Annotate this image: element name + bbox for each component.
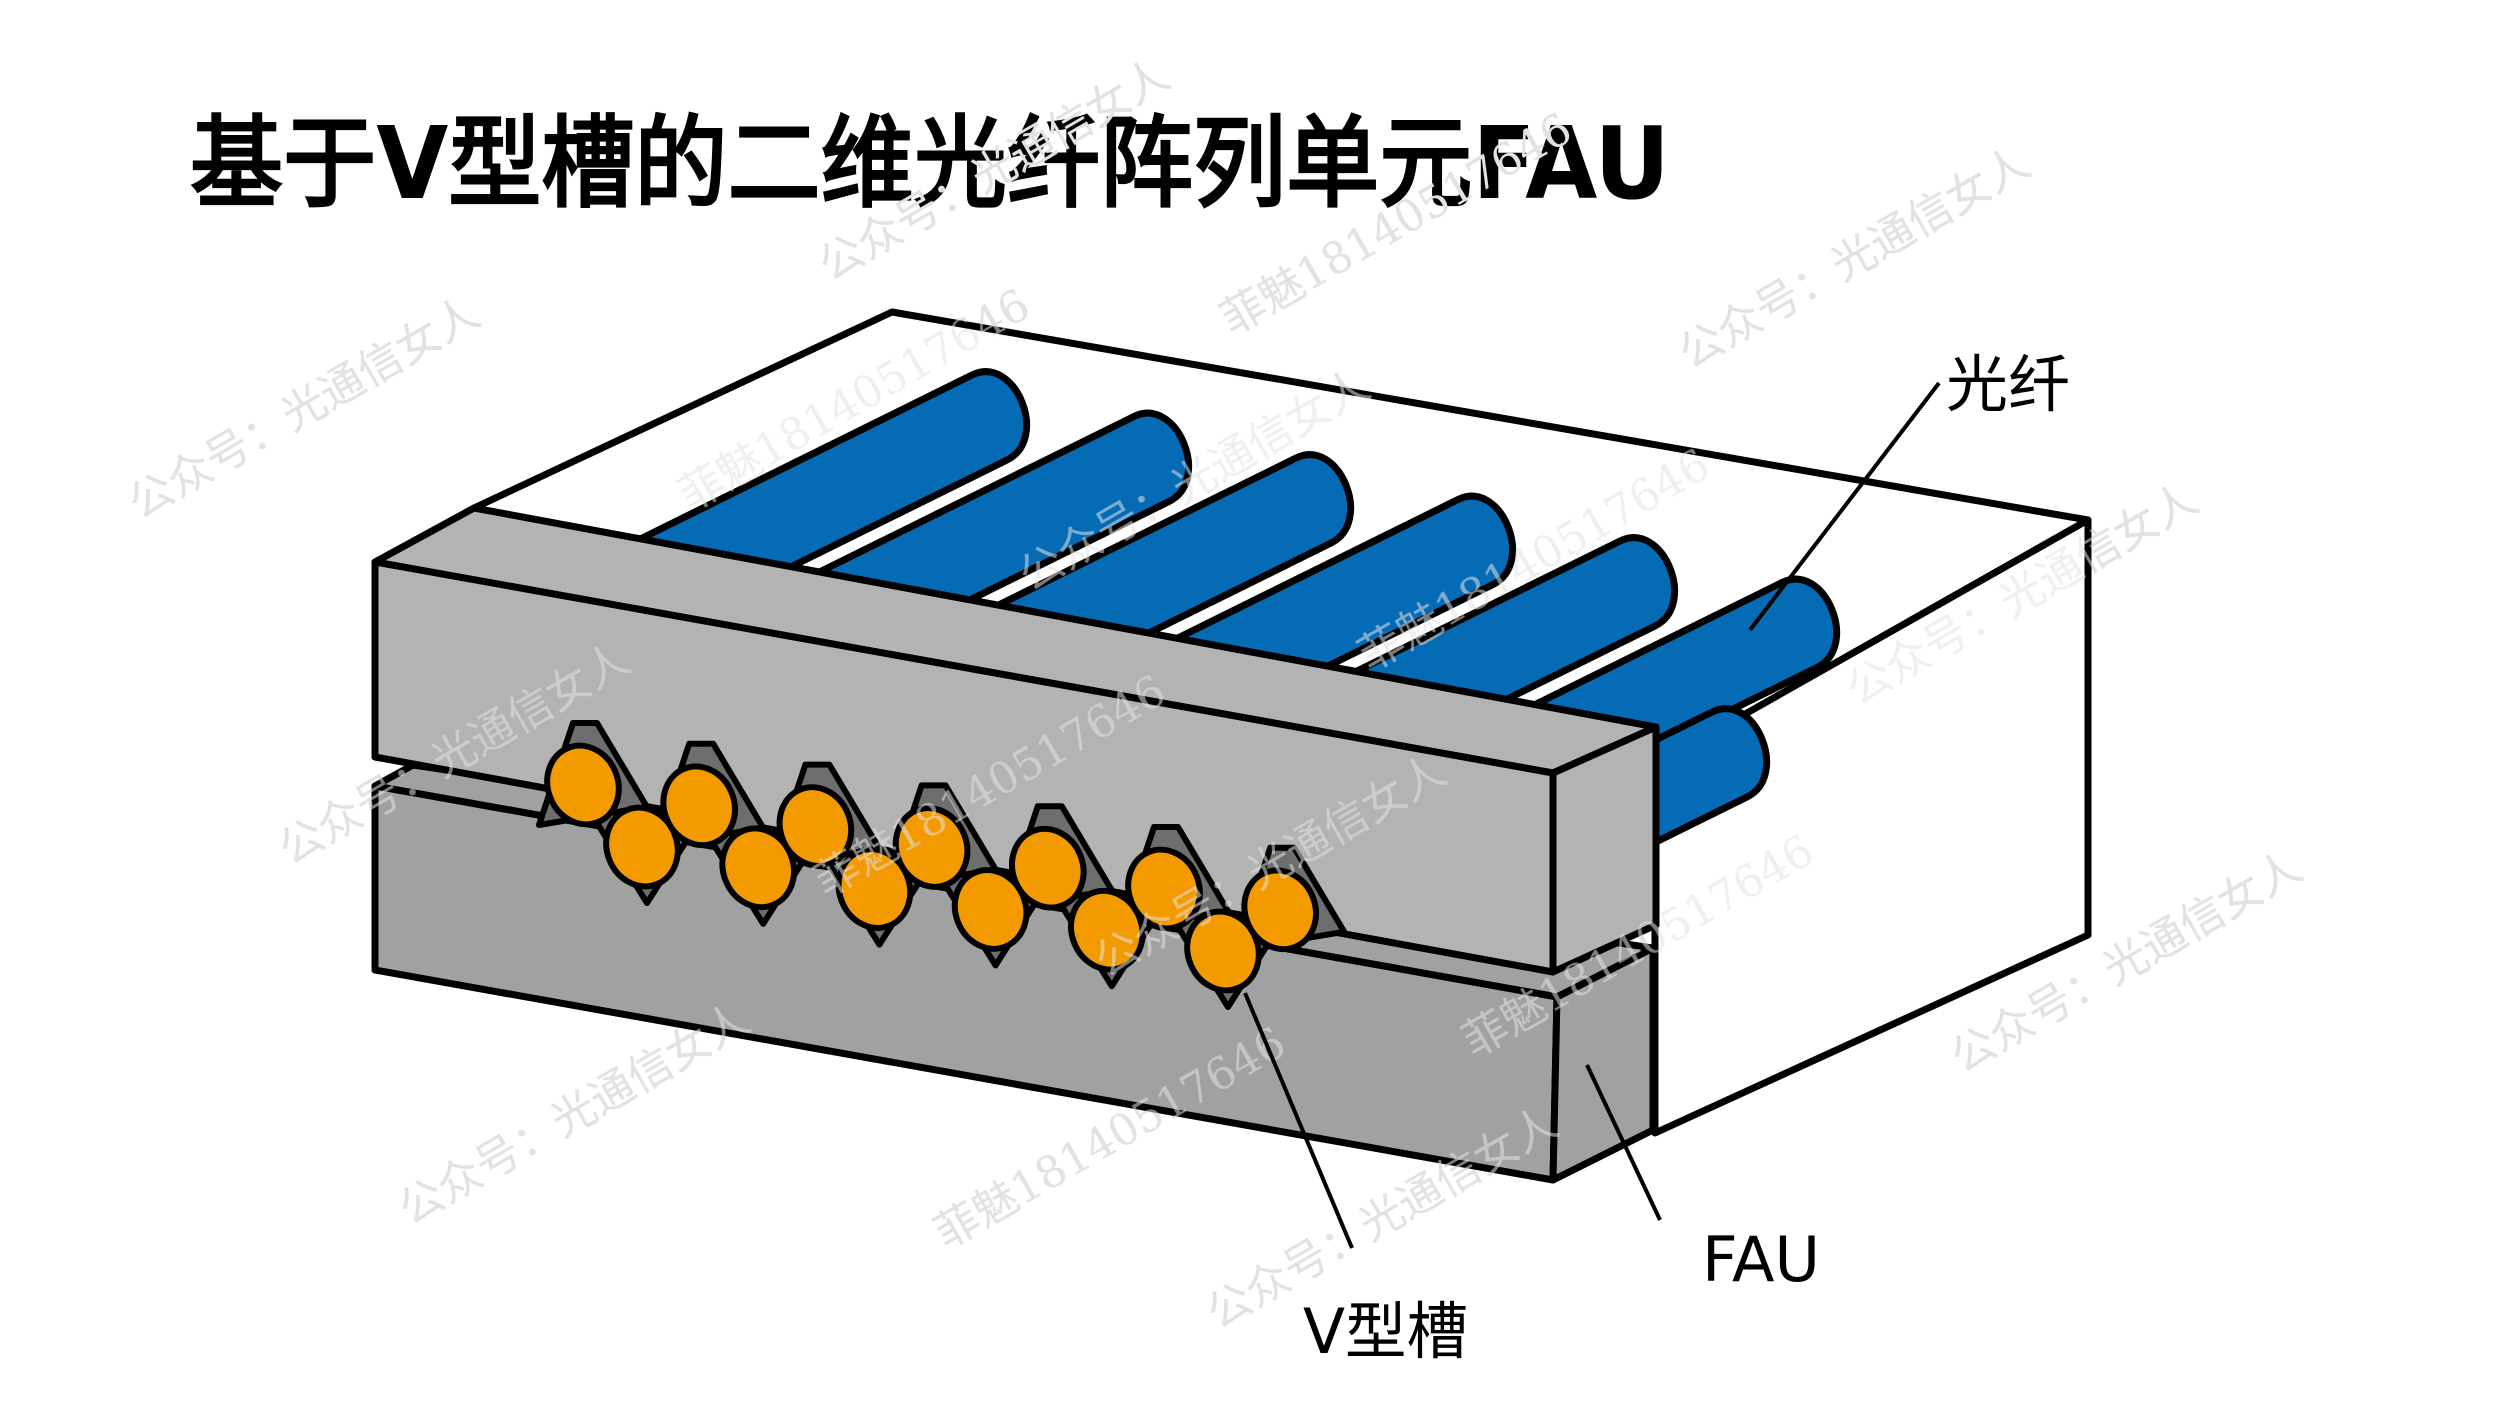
fiber-end-upper: [544, 742, 622, 828]
lower-block-side-face: [1549, 944, 1657, 1184]
page-title: 基于V型槽的二维光纤阵列单元FAU: [190, 105, 1670, 222]
fiber-end-upper: [1241, 867, 1319, 953]
fau-label: FAU: [1702, 1223, 1820, 1296]
fiber-end-upper: [776, 784, 855, 869]
fiber-label: 光纤: [1946, 348, 2070, 421]
fiber-end-upper: [1009, 825, 1087, 911]
fau-leader-line: [1585, 1064, 1662, 1221]
upper-block-side-face: [1549, 723, 1660, 976]
fiber-end-array: [544, 742, 1319, 994]
v-groove-label: V型槽: [1303, 1295, 1468, 1368]
v-groove-leader-line: [1243, 992, 1354, 1249]
fiber-end-upper: [1125, 846, 1203, 932]
watermark-text: 公众号：光通信女人: [1670, 137, 2038, 379]
housing-side-face: [1651, 516, 2092, 1137]
fiber-end-upper: [892, 805, 971, 890]
watermark-text: 公众号：光通信女人: [390, 993, 758, 1235]
fiber-leader-line: [1748, 381, 1941, 632]
upper-lid-block: [371, 504, 1660, 976]
fiber-end-upper: [660, 763, 738, 849]
callouts: 光纤 V型槽 FAU: [1243, 348, 2070, 1368]
watermark-text: 公众号：光通信女人: [120, 287, 488, 529]
